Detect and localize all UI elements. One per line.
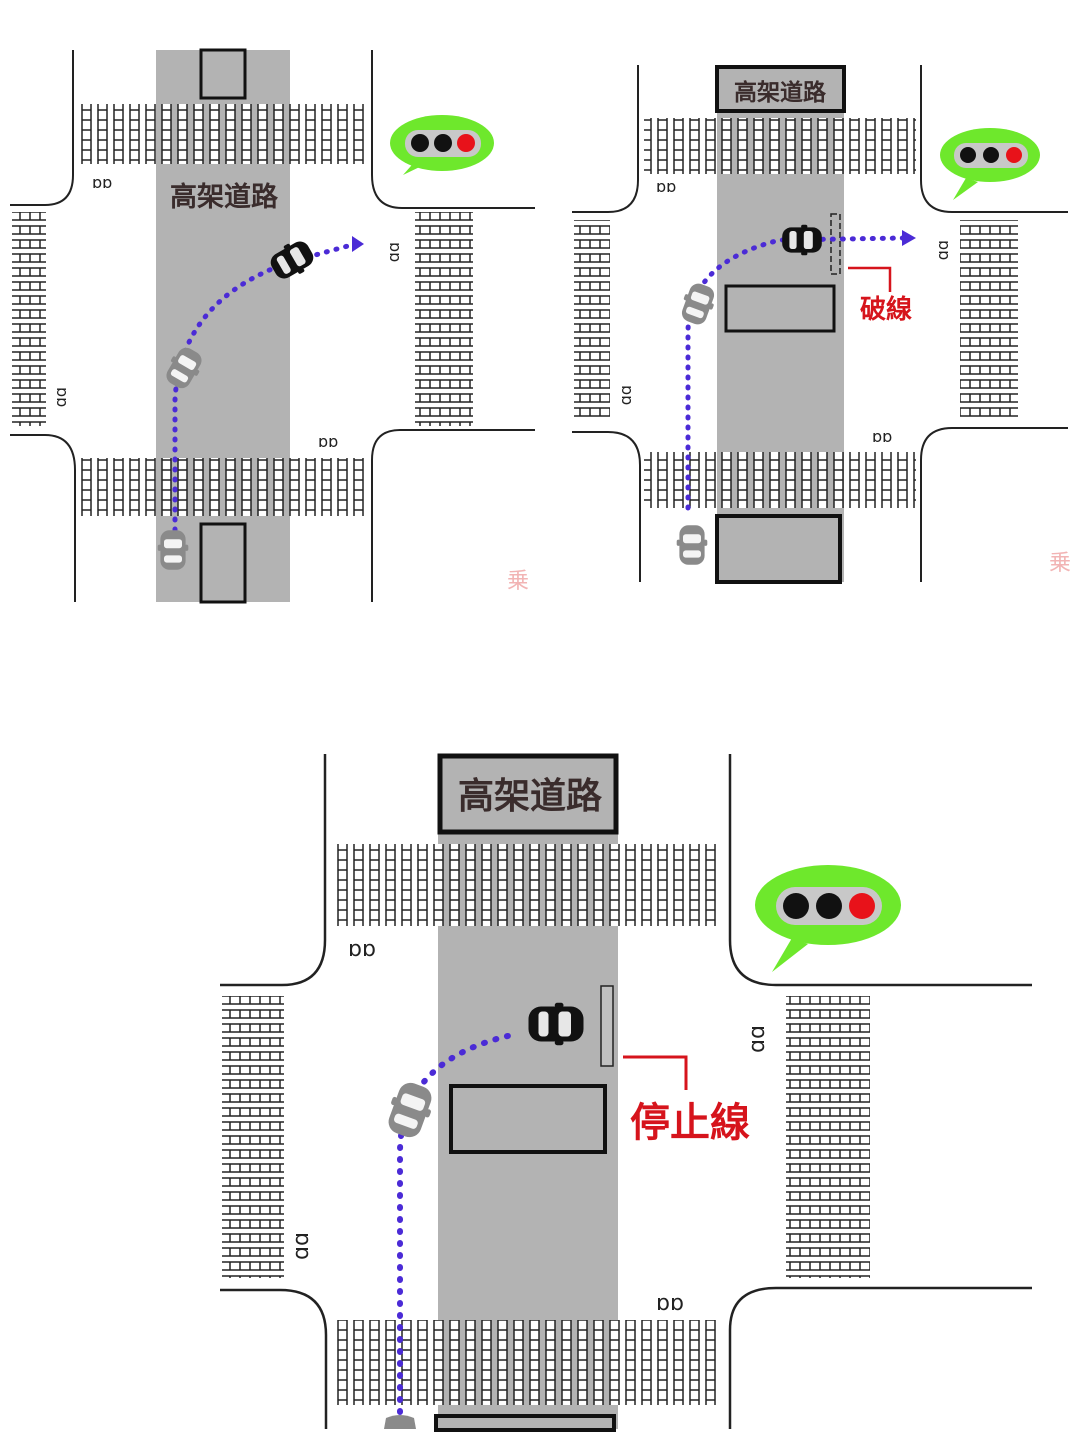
signal-bubble — [940, 128, 1040, 200]
curb-se — [728, 1286, 1032, 1429]
median-box — [724, 284, 836, 333]
watermark-stamp: 乗 — [507, 569, 529, 594]
pole-mark: ɒɒ — [318, 432, 338, 451]
car-end — [782, 224, 822, 256]
pole-mark: ɒɒ — [935, 240, 954, 260]
pole-mark: ɒɒ — [746, 1025, 771, 1053]
callout-line — [848, 266, 892, 292]
pole-mark: ɒɒ — [92, 173, 112, 192]
car-start — [676, 525, 708, 565]
elevated-road-label: 高架道路 — [734, 79, 827, 106]
stop-line-label: 停止線 — [630, 1100, 750, 1146]
pole-mark: ɒɒ — [348, 937, 376, 962]
car-start — [157, 530, 189, 570]
median-south — [434, 1414, 616, 1432]
pole-mark: ɒɒ — [872, 427, 892, 446]
signal-bubble — [390, 115, 494, 175]
signal-light-2 — [434, 134, 452, 152]
curb-se — [371, 429, 535, 602]
curb-ne — [371, 50, 535, 209]
curb-sw — [572, 431, 641, 582]
curb-nw — [572, 65, 639, 213]
crosswalk-west — [12, 212, 46, 426]
broken-line-label: 破線 — [860, 294, 912, 325]
car-end — [528, 1002, 584, 1046]
crosswalk-north — [334, 844, 720, 926]
panel-1: ɒɒ ɒɒ ɒɒ ɒɒ 高架道路 乗 — [10, 48, 535, 604]
curb-nw — [10, 50, 74, 206]
elevated-road-label: 高架道路 — [170, 181, 279, 213]
curb-ne — [728, 754, 1032, 987]
crosswalk-west — [574, 220, 610, 420]
elevated-road-label-box — [437, 753, 619, 835]
car-mid — [381, 1078, 439, 1142]
median-south — [199, 522, 247, 604]
curb-sw — [220, 1288, 328, 1429]
turn-path — [397, 1032, 515, 1415]
pole-mark: ɒɒ — [656, 1291, 684, 1316]
panel-2: 高架道路 破線 ɒɒ ɒɒ ɒɒ ɒɒ — [572, 65, 1071, 584]
curb-sw — [10, 434, 76, 602]
signal-light-1 — [411, 134, 429, 152]
turn-path — [685, 235, 908, 511]
median-box — [449, 1084, 607, 1154]
path-arrowhead — [902, 230, 916, 246]
signal-light-2 — [983, 147, 999, 163]
car-mid — [676, 280, 720, 328]
signal-bubble — [755, 865, 901, 972]
stop-line-mark — [600, 985, 614, 1067]
median-south — [715, 514, 842, 584]
bubble-tail — [953, 178, 978, 200]
signal-light-1 — [783, 893, 809, 919]
panel-3: 高架道路 停止線 ɒɒ ɒɒ ɒɒ ɒɒ — [220, 753, 1032, 1432]
median-north — [199, 48, 247, 100]
signal-light-red — [849, 893, 875, 919]
elevated-road-label-box — [715, 65, 846, 113]
signal-light-red — [457, 134, 475, 152]
crosswalk-west — [222, 996, 284, 1278]
crosswalk-north — [80, 104, 366, 164]
crosswalk-south — [644, 452, 916, 508]
pole-mark: ɒɒ — [290, 1232, 315, 1260]
pole-mark: ɒɒ — [53, 387, 72, 407]
crosswalk-south — [80, 458, 366, 516]
elevated-road-label: 高架道路 — [458, 776, 603, 817]
watermark-stamp: 乗 — [1049, 551, 1071, 576]
broken-line-mark — [830, 213, 841, 275]
callout-line — [623, 1055, 688, 1090]
car-start — [384, 1415, 416, 1429]
signal-light-2 — [816, 893, 842, 919]
bubble-tail — [772, 938, 808, 972]
pole-mark: ɒɒ — [618, 385, 637, 405]
curb-ne — [920, 65, 1068, 213]
pole-mark: ɒɒ — [656, 177, 676, 196]
crosswalk-east — [415, 212, 473, 426]
curb-nw — [220, 754, 327, 987]
crosswalk-north — [644, 118, 916, 174]
turn-path — [172, 241, 358, 563]
pole-mark: ɒɒ — [386, 242, 405, 262]
signal-light-red — [1006, 147, 1022, 163]
curb-se — [920, 427, 1068, 582]
crosswalk-east — [786, 996, 870, 1278]
signal-light-1 — [960, 147, 976, 163]
crosswalk-east — [960, 220, 1018, 420]
path-arrowhead — [352, 236, 364, 252]
crosswalk-south — [334, 1320, 720, 1405]
